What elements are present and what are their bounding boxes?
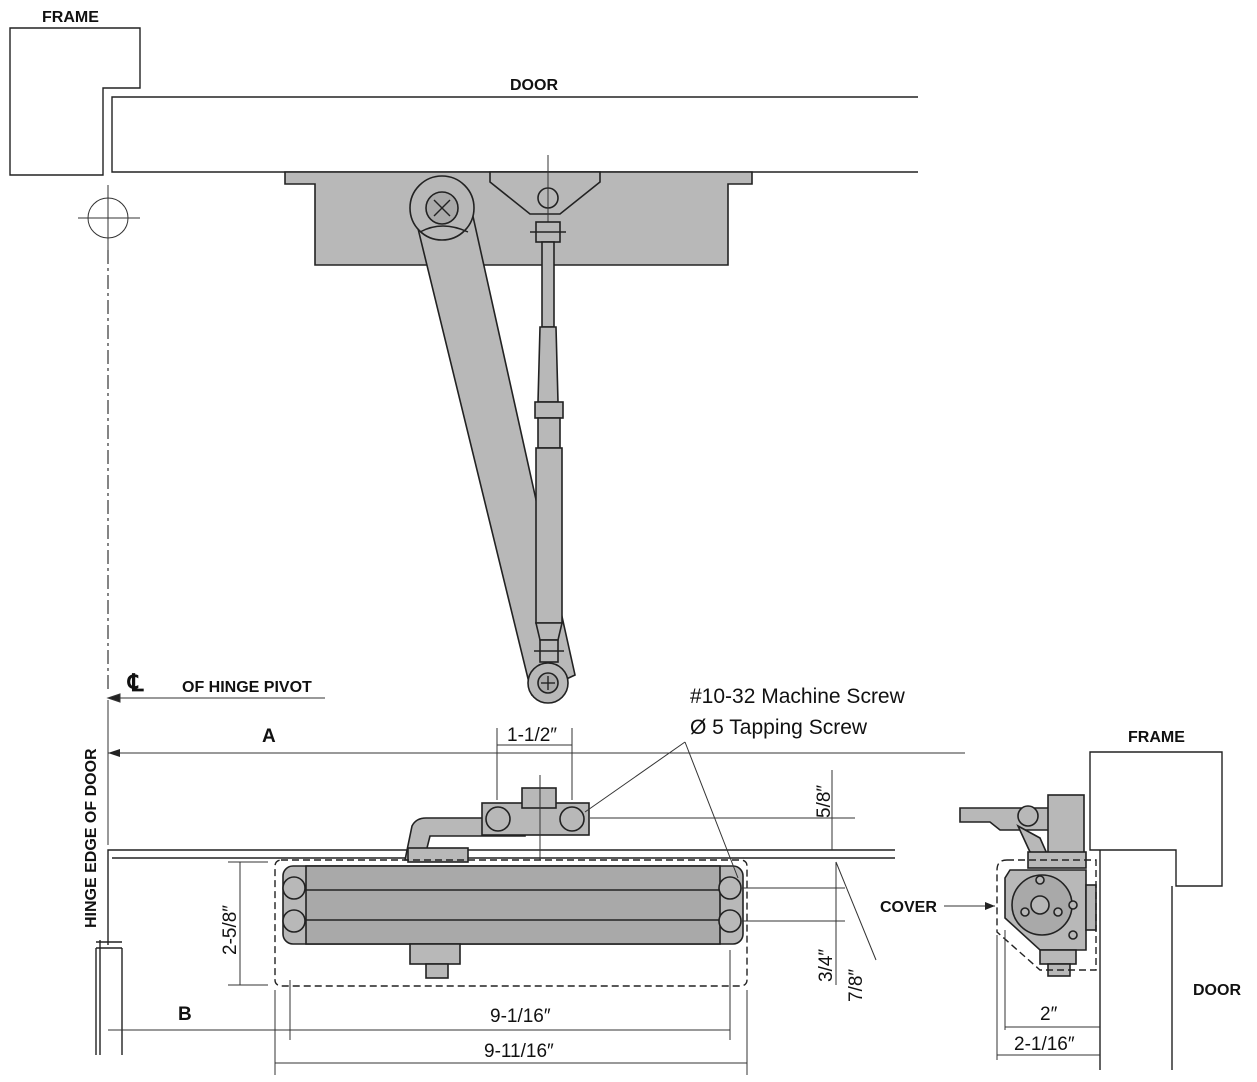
side-view: FRAME DOOR COVER 2″ 2-1/16″	[880, 729, 1241, 1070]
centerline-symbol: ℄	[127, 670, 144, 697]
dim-bracket-width: 1-1/2″	[507, 725, 557, 746]
hinge-edge-label: HINGE EDGE OF DOOR	[83, 748, 100, 928]
door-label-top: DOOR	[510, 77, 558, 94]
mounting-plate-top	[284, 171, 753, 266]
dim-hole-spacing: 9-1/16″	[490, 1006, 551, 1027]
dim-mount-gap: 3/4″	[816, 949, 837, 982]
dim-a: A	[262, 726, 276, 747]
dim-side-overall: 2-1/16″	[1014, 1034, 1075, 1055]
forearm-tube	[535, 447, 563, 624]
frame-label-top: FRAME	[42, 9, 99, 26]
front-view: HINGE EDGE OF DOOR #10-32 Machine Screw …	[83, 685, 906, 1055]
forearm-rod	[541, 241, 555, 328]
dim-overall-length: 9-11/16″	[484, 1041, 554, 1062]
dim-side-depth: 2″	[1040, 1004, 1058, 1025]
door-slab-top	[111, 96, 918, 173]
dim-b: B	[178, 1004, 192, 1025]
cover-label: COVER	[880, 899, 937, 916]
machine-screw-note: #10-32 Machine Screw	[690, 685, 906, 708]
top-view: FRAME DOOR	[9, 9, 918, 704]
dim-bracket-offset: 5/8″	[814, 785, 835, 818]
tapping-screw-note: Ø 5 Tapping Screw	[690, 716, 868, 739]
frame-label-side: FRAME	[1128, 729, 1185, 746]
door-label-side: DOOR	[1193, 982, 1241, 999]
hinge-pivot-label: OF HINGE PIVOT	[182, 679, 312, 696]
frame-profile-top	[9, 27, 141, 176]
dim-mount-depth: 7/8″	[846, 969, 867, 1002]
dimensions: A 1-1/2″ 5/8″ 2-5/8″ 3/4″ 7/8″ B 9-1/16″	[108, 725, 965, 1075]
hinge-pivot-callout: ℄ OF HINGE PIVOT	[106, 670, 325, 703]
cover-outline-side	[996, 859, 1097, 971]
dim-body-height: 2-5/8″	[220, 905, 241, 955]
frame-profile-side	[1089, 751, 1223, 887]
